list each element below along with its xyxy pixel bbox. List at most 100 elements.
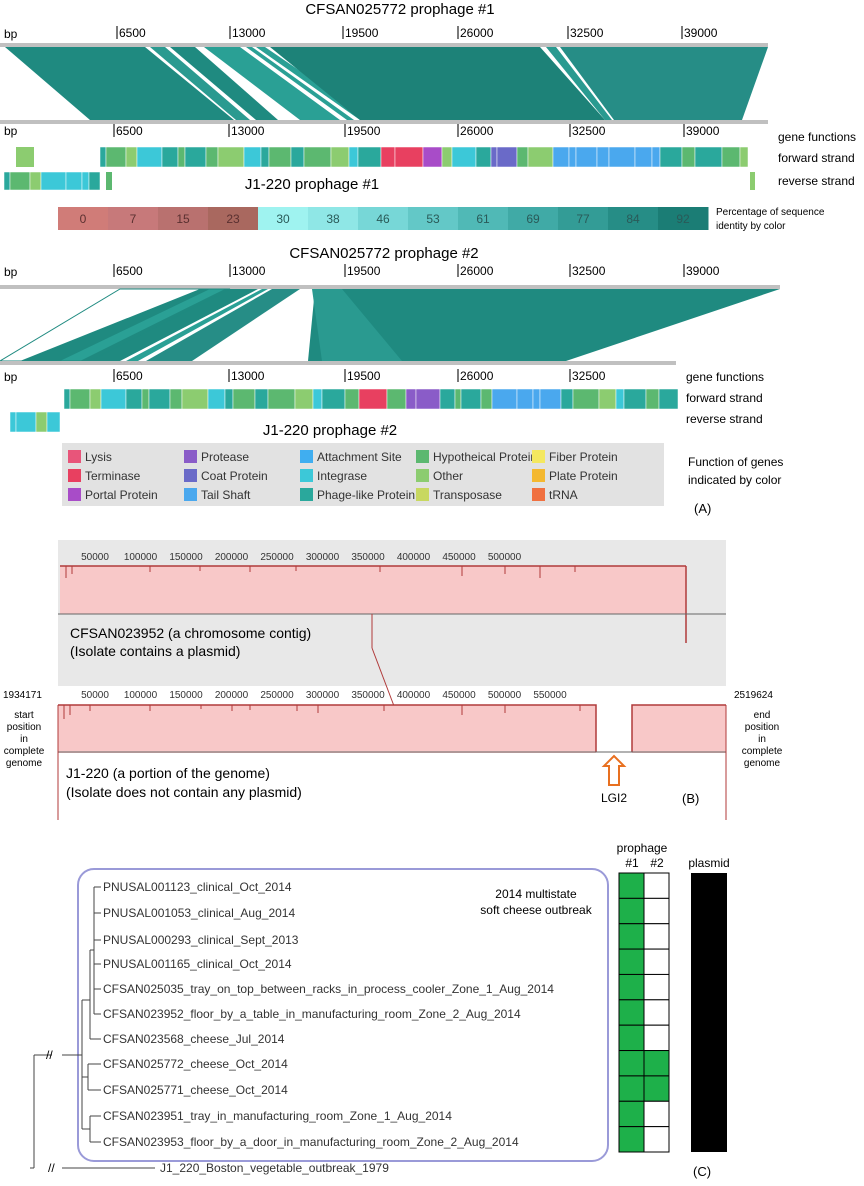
legend-caption-line2: indicated by color xyxy=(688,473,781,487)
tick-label: 32500 xyxy=(572,264,606,278)
prophage1-bottom-title: J1-220 prophage #1 xyxy=(245,176,379,193)
taxon-label: PNUSAL001123_clinical_Oct_2014 xyxy=(103,880,292,894)
plasmid-bar xyxy=(691,873,727,1152)
gene-segment xyxy=(480,388,493,410)
prophage1-cell xyxy=(618,999,645,1026)
gene-segment xyxy=(330,146,350,168)
legend-swatch xyxy=(532,469,545,482)
taxon-label: CFSAN023568_cheese_Jul_2014 xyxy=(103,1032,285,1046)
synteny-block xyxy=(246,47,354,120)
identity-scale-value: 46 xyxy=(376,212,390,226)
gene-segment xyxy=(141,388,150,410)
gene-segment xyxy=(539,388,562,410)
tick-label: 39000 xyxy=(686,124,720,138)
gene-segment xyxy=(405,388,417,410)
position-caption-line: genome xyxy=(744,758,781,769)
gene-segment xyxy=(29,171,42,191)
contig-coverage-dips xyxy=(65,566,576,578)
outbreak-label-line1: 2014 multistate xyxy=(495,887,577,901)
taxon-label: CFSAN025771_cheese_Oct_2014 xyxy=(103,1083,288,1097)
identity-scale-value: 69 xyxy=(526,212,540,226)
tick-label: 19500 xyxy=(347,124,381,138)
gene-segment xyxy=(224,388,234,410)
prophage2-cell xyxy=(643,1024,670,1052)
tick-label: 150000 xyxy=(169,690,203,701)
genome-coverage-edge xyxy=(58,704,726,752)
identity-scale-value: 61 xyxy=(476,212,490,226)
contig-coverage xyxy=(60,566,686,614)
track-label-reverse-strand: reverse strand xyxy=(778,174,855,188)
tick-label: 450000 xyxy=(442,690,476,701)
tick-label: 26000 xyxy=(460,124,494,138)
gene-segment xyxy=(99,146,107,168)
gene-segment xyxy=(659,146,683,168)
tick-label: 100000 xyxy=(124,690,158,701)
gene-function-legend xyxy=(62,443,664,506)
start-position-value: 1934171 xyxy=(3,690,42,701)
prophage2-cell xyxy=(643,1126,670,1153)
gene-segment xyxy=(89,388,102,410)
legend-swatch xyxy=(68,488,81,501)
panel-a-label: (A) xyxy=(694,501,711,516)
forward-strand-genes-1 xyxy=(16,146,749,168)
gene-segment xyxy=(552,146,570,168)
gene-segment xyxy=(217,146,245,168)
tick-label: 500000 xyxy=(488,552,522,563)
gene-segment xyxy=(243,146,262,168)
tick-label: 6500 xyxy=(116,264,143,278)
legend-label: Lysis xyxy=(85,450,112,464)
genome-label-line2: (Isolate does not contain any plasmid) xyxy=(66,784,302,800)
legend-swatch xyxy=(532,488,545,501)
gene-segment xyxy=(439,388,456,410)
contig-to-genome-link xyxy=(371,647,395,707)
prophage2-header: #2 xyxy=(650,856,664,870)
legend-swatch xyxy=(184,469,197,482)
prophage2-cell xyxy=(643,1050,670,1077)
gene-segment xyxy=(161,146,179,168)
gene-segment xyxy=(290,146,305,168)
contig-label-line2: (Isolate contains a plasmid) xyxy=(70,643,240,659)
gene-segment xyxy=(16,147,34,167)
tick-label: 6500 xyxy=(116,369,143,383)
gene-segment xyxy=(267,388,296,410)
outgroup-label: J1_220_Boston_vegetable_outbreak_1979 xyxy=(160,1161,389,1175)
reverse-strand-genes-1 xyxy=(3,171,755,191)
identity-scale-cell xyxy=(58,207,109,230)
gene-segment xyxy=(81,171,90,191)
bp-label: bp xyxy=(4,265,18,279)
gene-segment xyxy=(451,146,477,168)
phylogenetic-tree: //// xyxy=(30,886,155,1175)
identity-scale-cell xyxy=(458,207,509,230)
synteny-blocks-2 xyxy=(0,288,780,362)
legend-swatch xyxy=(416,469,429,482)
prophage2-cell xyxy=(643,973,670,1001)
tick-label: 200000 xyxy=(215,690,249,701)
tick-label: 26000 xyxy=(460,26,494,40)
prophage1-cell xyxy=(618,1050,645,1077)
prophage1-cell xyxy=(618,897,645,925)
legend-label: Tail Shaft xyxy=(201,488,251,502)
gene-segment xyxy=(65,171,83,191)
synteny-block xyxy=(308,289,780,361)
tick-label: 150000 xyxy=(169,552,203,563)
gene-segment xyxy=(268,146,292,168)
gene-segment xyxy=(169,388,183,410)
legend-label: Coat Protein xyxy=(201,469,268,483)
track-label-gene-functions: gene functions xyxy=(686,370,764,384)
gene-segment xyxy=(623,388,647,410)
gene-segment xyxy=(491,388,518,410)
prophage1-cell xyxy=(618,923,645,950)
gene-segment xyxy=(694,146,723,168)
identity-scale-cell xyxy=(208,207,259,230)
gene-segment xyxy=(88,171,101,191)
lgi2-arrow-icon xyxy=(601,754,627,786)
gene-segment xyxy=(294,388,314,410)
tick-label: 13000 xyxy=(231,124,265,138)
gene-segment xyxy=(739,146,749,168)
